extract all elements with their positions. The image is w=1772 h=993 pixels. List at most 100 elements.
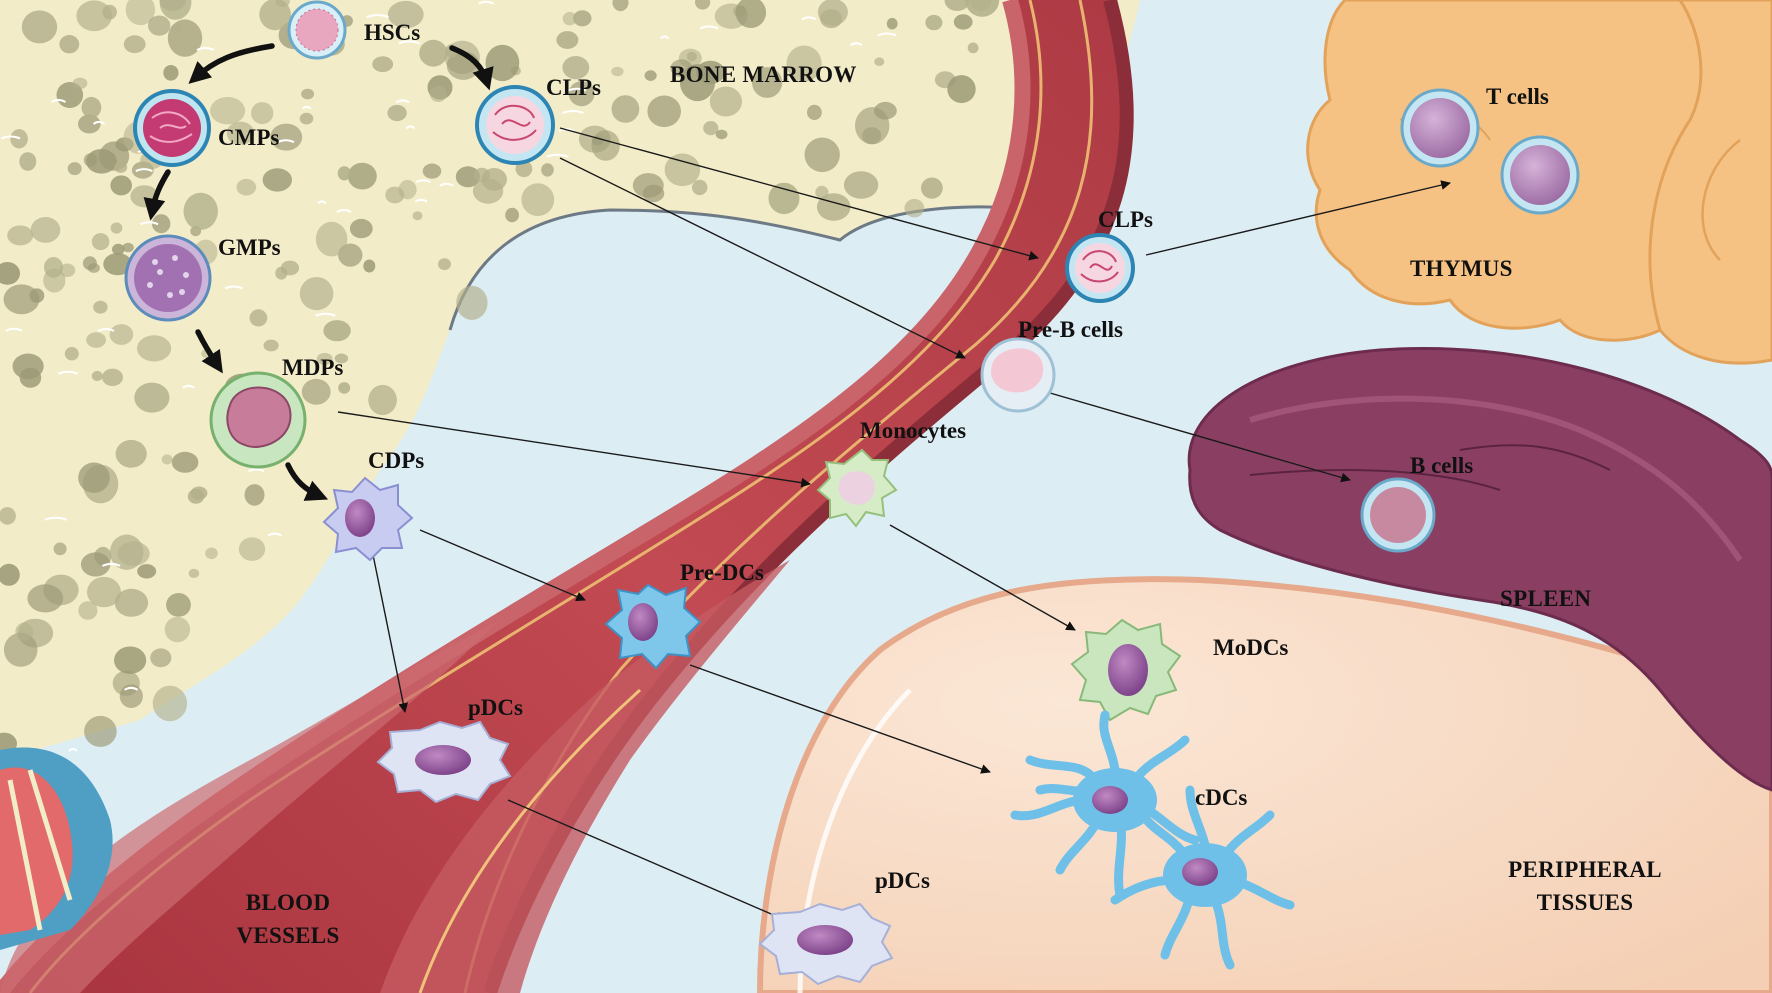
marrow-spot (703, 121, 719, 136)
cdp-cell (322, 476, 414, 562)
b-cell (1360, 477, 1436, 553)
marrow-spot (244, 484, 265, 506)
marrow-spot (387, 104, 407, 122)
marrow-spot (150, 648, 172, 668)
marrow-spot (78, 114, 101, 134)
marrow-highlight (699, 25, 719, 30)
marrow-spot (123, 35, 146, 54)
label-gmps: GMPs (218, 235, 281, 260)
marrow-spot (275, 0, 290, 7)
marrow-spot (86, 332, 106, 348)
marrow-spot (664, 153, 701, 187)
marrow-spot (562, 11, 577, 26)
marrow-spot (611, 66, 624, 77)
label-b-cells: B cells (1410, 453, 1473, 478)
cell-labels: HSCs CMPs GMPs MDPs CDPs CLPs CLPs Pre-B… (218, 20, 1549, 893)
marrow-spot (3, 632, 38, 667)
marrow-spot (110, 222, 123, 234)
marrow-spot (786, 45, 822, 82)
marrow-highlight (44, 516, 68, 521)
marrow-spot (152, 685, 188, 722)
marrow-spot (541, 163, 554, 177)
marrow-highlight (398, 40, 420, 45)
marrow-highlight (415, 179, 431, 184)
marrow-spot (947, 75, 976, 104)
marrow-spot (81, 96, 102, 119)
region-labels: BONE MARROW THYMUS SPLEEN BLOOD VESSELS … (236, 62, 1661, 948)
marrow-spot (114, 646, 147, 674)
marrow-spot (93, 300, 108, 314)
marrow-spot (347, 162, 377, 190)
marrow-spot (695, 0, 711, 10)
marrow-spot (251, 102, 274, 125)
t-cell-a (1400, 88, 1480, 168)
marrow-spot (183, 192, 218, 230)
marrow-spot (419, 39, 448, 67)
marrow-spot (521, 183, 555, 217)
marrow-spot (137, 335, 172, 362)
marrow-spot (78, 601, 98, 620)
marrow-spot (137, 564, 157, 579)
marrow-spot (84, 715, 117, 747)
marrow-spot (632, 173, 664, 198)
marrow-spot (904, 198, 925, 218)
marrow-spot (385, 186, 405, 204)
lineage-arrows (143, 43, 1451, 921)
marrow-spot (965, 0, 1000, 17)
marrow-spot (670, 59, 693, 78)
marrow-spot (210, 97, 246, 125)
marrow-spot (91, 233, 110, 251)
marrow-highlight (302, 105, 312, 110)
cdc-cell-b (1110, 785, 1295, 970)
marrow-spot (944, 0, 970, 11)
label-thymus: THYMUS (1410, 256, 1513, 281)
marrow-spot (7, 225, 34, 246)
pre-dc-cell (604, 583, 702, 670)
marrow-spot (349, 218, 373, 239)
marrow-spot (134, 382, 170, 413)
marrow-highlight (182, 384, 195, 389)
marrow-spot (19, 152, 37, 171)
marrow-spot (412, 211, 423, 221)
marrow-spot (161, 454, 173, 465)
marrow-spot (21, 10, 58, 44)
marrow-spot (485, 44, 520, 82)
marrow-spot (921, 177, 943, 199)
marrow-spot (692, 179, 708, 196)
marrow-spot (259, 0, 291, 31)
marrow-spot (236, 178, 257, 196)
marrow-spot (205, 547, 218, 560)
marrow-spot (30, 217, 61, 243)
marrow-spot (91, 370, 103, 382)
marrow-spot (263, 339, 279, 352)
label-mdps: MDPs (282, 355, 343, 380)
marrow-spot (301, 378, 331, 405)
marrow-spot (323, 320, 351, 342)
marrow-spot (0, 563, 20, 586)
label-clps-marrow: CLPs (546, 75, 601, 100)
marrow-spot (82, 256, 97, 271)
marrow-highlight (336, 209, 352, 213)
marrow-spot (429, 86, 447, 102)
marrow-spot (686, 51, 697, 62)
marrow-spot (67, 162, 82, 176)
marrow-spot (438, 258, 451, 271)
marrow-highlight (317, 200, 327, 205)
marrow-spot (505, 207, 519, 223)
marrow-spot (804, 137, 840, 173)
marrow-highlight (801, 16, 817, 21)
label-spleen: SPLEEN (1500, 586, 1591, 611)
gmp-cell (124, 234, 212, 322)
marrow-highlight (277, 139, 295, 144)
marrow-spot (171, 23, 184, 33)
marrow-spot (843, 171, 879, 199)
pdc-tissue-cell (758, 902, 894, 986)
marrow-highlight (546, 153, 569, 158)
marrow-highlight (124, 686, 139, 691)
marrow-spot (953, 14, 973, 30)
marrow-spot (114, 161, 128, 173)
marrow-spot (125, 0, 156, 26)
marrow-spot (59, 35, 80, 54)
marrow-highlight (414, 198, 428, 203)
label-pre-dcs: Pre-DCs (680, 560, 764, 585)
